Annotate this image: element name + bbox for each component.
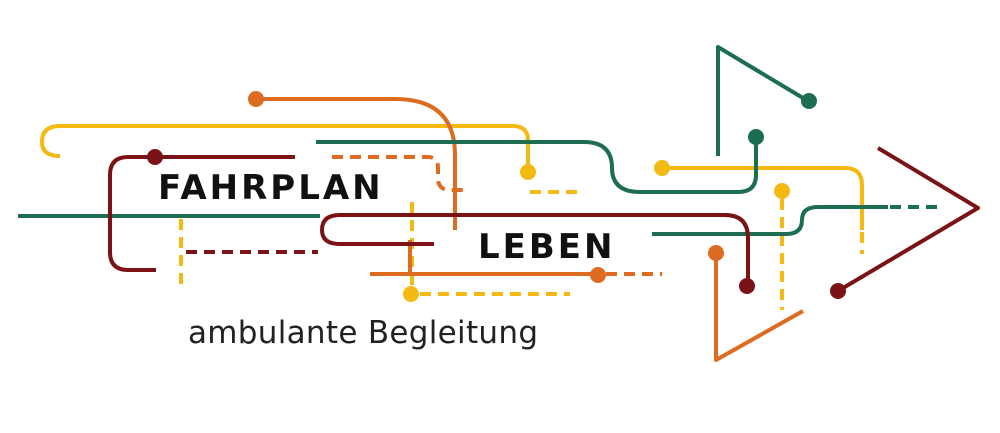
- green-dot: [801, 93, 817, 109]
- yellow-dot: [774, 183, 790, 199]
- orange-dash-upper: [332, 155, 468, 192]
- yellow-dot: [403, 286, 419, 302]
- maroon-line-left: [108, 155, 295, 272]
- green-line-mid: [316, 137, 758, 194]
- orange-dot: [708, 245, 724, 261]
- yellow-dot: [654, 160, 670, 176]
- green-arrow-upper: [716, 45, 810, 156]
- green-dot: [748, 129, 764, 145]
- yellow-line-top: [40, 124, 530, 172]
- maroon-arrow-head: [836, 146, 980, 293]
- yellow-line-right: [670, 166, 864, 230]
- maroon-dot: [830, 283, 846, 299]
- orange-dot: [590, 267, 606, 283]
- yellow-dot: [520, 164, 536, 180]
- title-fahrplan: FAHRPLAN: [158, 168, 384, 208]
- green-line-bottom: [652, 205, 888, 236]
- subtitle: ambulante Begleitung: [188, 315, 539, 351]
- maroon-line-mid: [320, 213, 750, 286]
- orange-arrow-lower: [714, 258, 804, 362]
- maroon-dot: [739, 278, 755, 294]
- title-leben: LEBEN: [478, 227, 616, 267]
- orange-line-top: [256, 97, 457, 230]
